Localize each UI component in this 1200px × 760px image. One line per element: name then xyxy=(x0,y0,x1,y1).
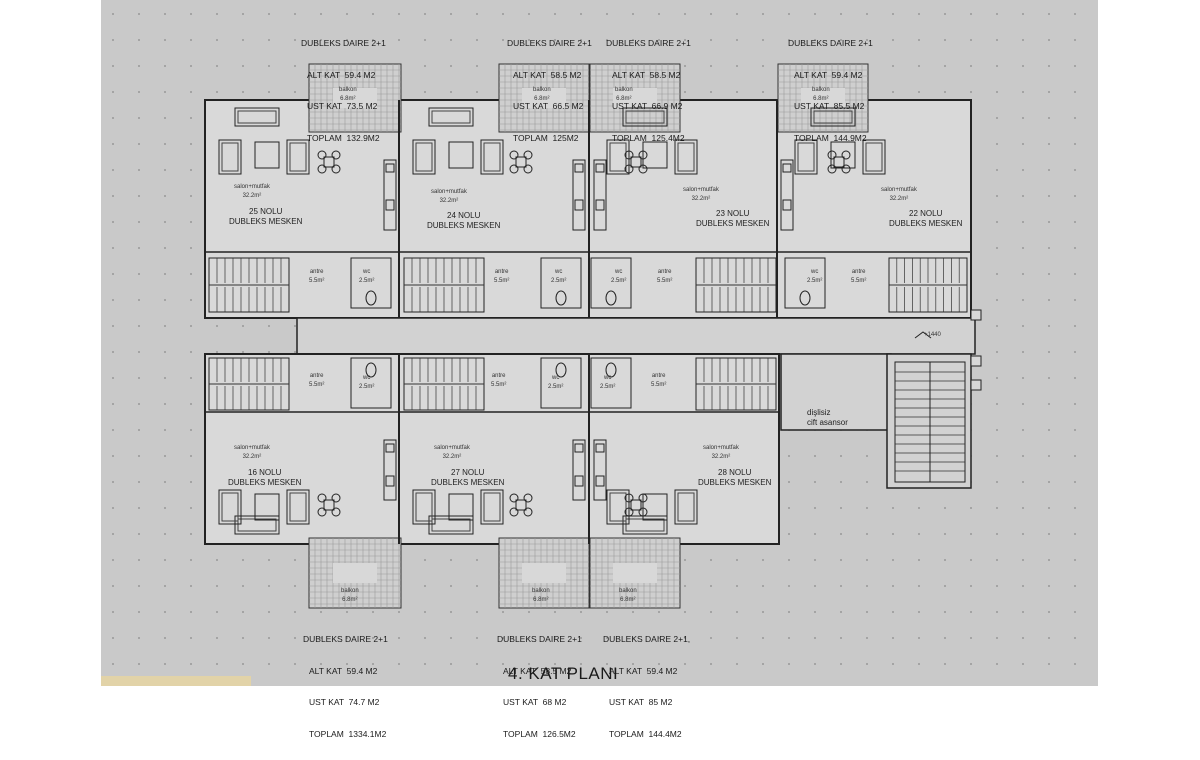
apt-heading: DUBLEKS DAIRE 2+1 xyxy=(497,634,582,644)
apt-heading: DUBLEKS DAIRE 2+1 xyxy=(507,38,592,48)
apt-info-16: DUBLEKS DAIRE 2+1 ALT KAT 59.4 M2 UST KA… xyxy=(303,613,388,760)
drawing-title: 4. KAT PLANI xyxy=(508,664,619,683)
corner-strip xyxy=(101,676,251,686)
apt-toplam: TOPLAM 144.9M2 xyxy=(794,132,867,143)
apt-info-22: DUBLEKS DAIRE 2+1 ALT KAT 59.4 M2 UST KA… xyxy=(788,17,873,164)
apt-alt-kat: ALT KAT 59.4 M2 xyxy=(307,69,376,80)
floor-plan xyxy=(204,63,982,609)
apt-ust-kat: UST KAT 85 M2 xyxy=(609,697,673,707)
apt-toplam: TOPLAM 125.4M2 xyxy=(612,132,685,143)
apt-ust-kat: UST KAT 66.5 M2 xyxy=(513,101,584,111)
apt-alt-kat: ALT KAT 59.4 M2 xyxy=(609,665,678,676)
apt-toplam: TOPLAM 125M2 xyxy=(513,132,579,143)
apt-info-27: DUBLEKS DAIRE 2+1 ALT KAT 58.5 M2 UST KA… xyxy=(497,613,582,760)
apt-heading: DUBLEKS DAIRE 2+1, xyxy=(603,634,691,644)
apt-ust-kat: UST KAT 66.9 M2 xyxy=(612,101,683,111)
apt-toplam: TOPLAM 144.4M2 xyxy=(609,728,682,739)
apt-heading: DUBLEKS DAIRE 2+1 xyxy=(303,634,388,644)
apt-info-25: DUBLEKS DAIRE 2+1 ALT KAT 59.4 M2 UST KA… xyxy=(301,17,386,164)
apt-info-23: DUBLEKS DAIRE 2+1 ALT KAT 58.5 M2 UST KA… xyxy=(606,17,691,164)
drawing-sheet: DUBLEKS DAIRE 2+1 ALT KAT 59.4 M2 UST KA… xyxy=(101,0,1098,739)
apt-heading: DUBLEKS DAIRE 2+1 xyxy=(301,38,386,48)
apt-toplam: TOPLAM 132.9M2 xyxy=(307,132,380,143)
apt-toplam: TOPLAM 126.5M2 xyxy=(503,728,576,739)
apt-alt-kat: ALT KAT 58.5 M2 xyxy=(612,69,681,80)
apt-toplam: TOPLAM 1334.1M2 xyxy=(309,728,387,739)
apt-alt-kat: ALT KAT 58.5 M2 xyxy=(513,69,582,80)
apt-alt-kat: ALT KAT 59.4 M2 xyxy=(794,69,863,80)
apt-info-24: DUBLEKS DAIRE 2+1 ALT KAT 58.5 M2 UST KA… xyxy=(507,17,592,164)
apt-alt-kat: ALT KAT 58.5 M2 xyxy=(503,665,572,676)
apt-ust-kat: UST KAT 68 M2 xyxy=(503,697,567,707)
apt-info-28: DUBLEKS DAIRE 2+1, ALT KAT 59.4 M2 UST K… xyxy=(603,613,690,760)
apt-heading: DUBLEKS DAIRE 2+1 xyxy=(606,38,691,48)
balcony xyxy=(498,63,590,133)
elevation-label: +1440 xyxy=(924,332,941,338)
apt-ust-kat: UST KAT 73.5 M2 xyxy=(307,101,378,111)
apt-alt-kat: ALT KAT 59.4 M2 xyxy=(309,665,378,676)
apt-ust-kat: UST KAT 74.7 M2 xyxy=(309,697,380,707)
apt-heading: DUBLEKS DAIRE 2+1 xyxy=(788,38,873,48)
apt-ust-kat: UST KAT 85.5 M2 xyxy=(794,101,865,111)
